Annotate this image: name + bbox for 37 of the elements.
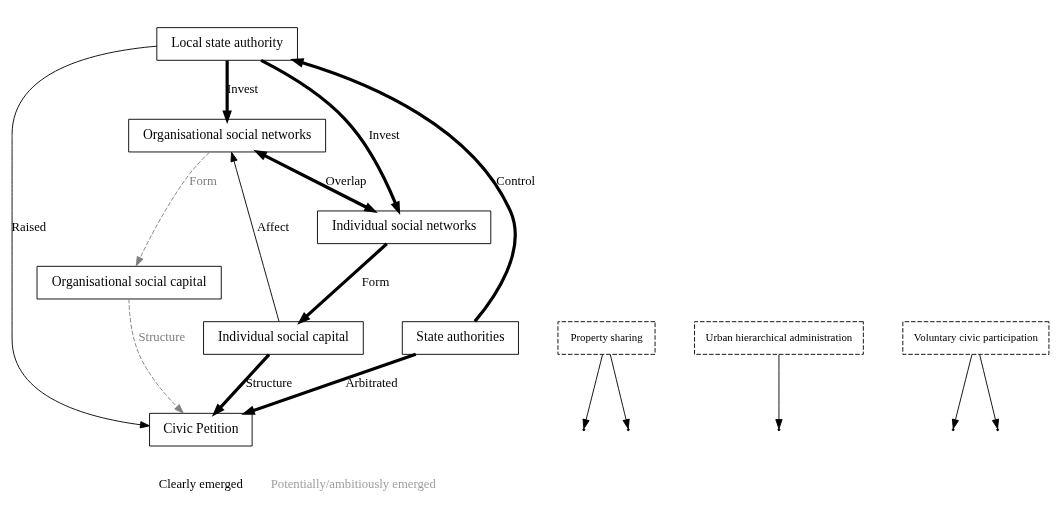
edge-label: Invest [368,127,400,142]
edge-label: Overlap [325,173,367,188]
arrow [253,149,378,213]
edge-label: Structure [245,376,293,391]
legend-label: Clearly emerged [158,477,243,492]
arrow [289,58,517,323]
edge-label: Arbitrated [345,376,398,391]
node-box: Organisational social networks [128,118,327,153]
legend-label: Potentially/ambitiously emerged [270,477,436,492]
edge-label: Form [361,275,390,290]
node-box: Voluntary civic participation [902,321,1050,355]
arrow [128,298,184,414]
arrow [609,354,630,430]
arrow [241,352,417,415]
arrow [211,353,271,417]
edge-label: Control [496,173,536,188]
node-box: Individual social capital [203,321,364,355]
edge-label: Structure [138,330,186,345]
node-box: State authorities [401,321,519,355]
node-box: Organisational social capital [36,265,222,300]
edge-label: Raised [11,219,47,234]
arrow [230,151,280,322]
edge-label: Form [189,173,217,188]
arrow [260,59,401,216]
arrow [297,242,388,325]
node-box: Local state authority [156,27,298,61]
arrow [135,151,210,267]
node-box: Property sharing [557,321,656,355]
node-box: Civic Petition [149,412,253,447]
arrow [775,354,783,430]
arrow [951,354,973,430]
arrow [11,45,158,429]
arrow [979,354,1000,430]
node-box: Individual social networks [317,210,492,245]
node-box: Urban hierarchical administration [694,321,864,355]
edge-label: Affect [256,219,290,234]
arrow [222,60,232,125]
